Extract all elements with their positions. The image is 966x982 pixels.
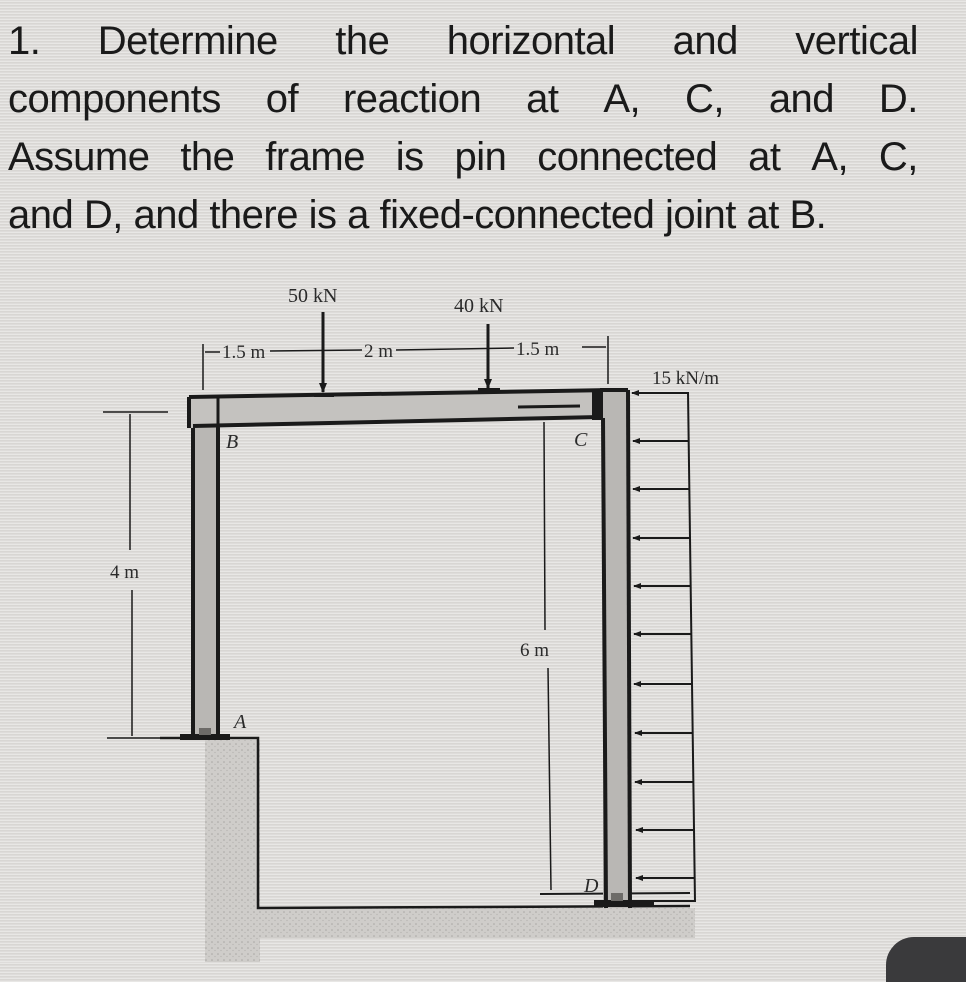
frame-diagram: 50 kN 40 kN 1.5 m 2 m 1.5 m 4 m 6 m	[0, 250, 966, 982]
word: pin	[454, 135, 507, 179]
load-40kn-arrow	[478, 324, 500, 392]
word: connected	[537, 135, 718, 179]
load-40kn-label: 40 kN	[454, 295, 503, 317]
dim-right-height: 6 m	[520, 640, 549, 661]
word: the	[180, 135, 235, 179]
pin-support-d	[594, 893, 654, 907]
ground	[160, 736, 695, 982]
word: A,	[811, 135, 849, 179]
joint-label-a: A	[232, 711, 247, 733]
joint-label-d: D	[583, 875, 599, 897]
word: and D, and there is a fixed-connected jo…	[8, 193, 827, 237]
dim-span-2: 2 m	[364, 341, 393, 362]
joint-label-c: C	[574, 429, 588, 451]
word: reaction	[342, 77, 482, 121]
dimension-4m	[103, 411, 180, 739]
word: and	[672, 19, 739, 63]
distributed-load-label: 15 kN/m	[652, 368, 719, 389]
dimension-6m	[543, 421, 552, 891]
word: at	[748, 135, 781, 179]
problem-statement: 1. Determine the horizontal and vertical…	[8, 12, 918, 244]
word: is	[395, 135, 424, 179]
problem-line-2: components of reaction at A, C, and D.	[8, 70, 918, 128]
word: frame	[265, 135, 365, 179]
member-bc	[187, 388, 613, 428]
problem-line-3: Assume the frame is pin connected at A, …	[8, 128, 918, 186]
device-corner	[886, 937, 966, 982]
load-50kn-arrow	[314, 312, 334, 397]
word: vertical	[795, 19, 918, 63]
dim-left-height: 4 m	[110, 562, 139, 583]
joint-label-b: B	[226, 431, 238, 453]
word: at	[526, 77, 559, 121]
member-cd	[600, 388, 632, 909]
horizontal-dimension	[202, 336, 609, 390]
word: horizontal	[446, 19, 616, 63]
member-ab	[191, 400, 220, 740]
word: components	[8, 77, 221, 121]
word: C,	[684, 77, 725, 121]
distributed-load	[631, 390, 696, 903]
word: C,	[878, 135, 919, 179]
word: D.	[878, 77, 919, 121]
word: A,	[603, 77, 641, 121]
word: Determine	[97, 19, 279, 63]
dim-span-1: 1.5 m	[222, 342, 266, 363]
load-50kn-label: 50 kN	[288, 285, 337, 307]
word: and	[768, 77, 835, 121]
word: Assume	[8, 135, 150, 179]
dim-span-3: 1.5 m	[516, 339, 560, 360]
pin-support-a	[180, 728, 230, 740]
problem-line-4: and D, and there is a fixed-connected jo…	[8, 186, 918, 244]
problem-number: 1.	[8, 19, 41, 63]
problem-line-1: 1. Determine the horizontal and vertical	[8, 12, 918, 70]
word: of	[265, 77, 299, 121]
word: the	[335, 19, 390, 63]
